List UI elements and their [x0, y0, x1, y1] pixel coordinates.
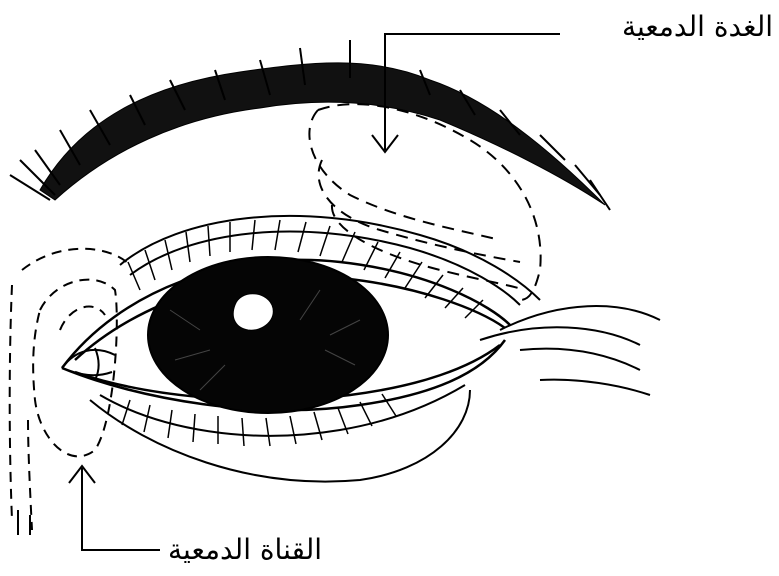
iris [148, 257, 388, 413]
eyebrow [10, 40, 610, 210]
lacrimal-duct-label: القناة الدمعية [168, 533, 322, 566]
lacrimal-duct-pointer [69, 466, 160, 550]
inner-canthus [62, 348, 115, 380]
lacrimal-duct-outline [10, 249, 130, 530]
lacrimal-gland-label: الغدة الدمعية [622, 10, 773, 43]
nose-side-lines [18, 510, 30, 535]
